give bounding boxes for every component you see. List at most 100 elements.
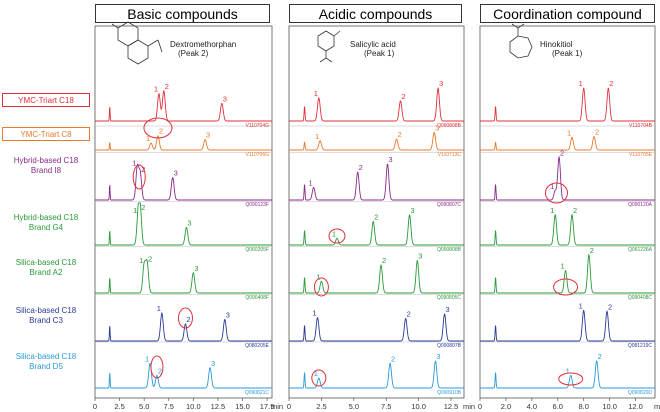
x-tick-label: 12.5 [211,402,226,411]
highlight-circle [328,228,346,244]
compound-name: Salicylic acid [350,40,396,49]
highlight-circle [177,307,193,329]
hinokitiol-structure-icon [509,23,533,59]
sample-code: Q090808B [437,123,462,129]
chromatogram-trace [289,214,464,246]
peak-label: 2 [598,352,602,361]
row-label: YMC-Triart C8 [2,127,90,141]
peak-label: 1 [560,262,564,271]
row-label: Silica-based C18 Brand A2 [15,258,77,277]
peak-label: 2 [590,246,594,255]
chromatogram-trace [95,202,272,246]
x-tick-label: 10.0 [411,402,426,411]
x-tick-label: 15.0 [235,402,250,411]
x-tick-label: 8.0 [578,402,588,411]
peak-label: 2 [391,354,395,363]
peak-label: 3 [439,79,443,88]
x-tick-label: 5.0 [349,402,359,411]
sample-code: Q060205F [245,247,269,253]
highlight-circle [132,164,146,190]
compound-peak: (Peak 2) [178,49,209,58]
peak-label: 2 [401,92,405,101]
x-tick-label: 12.0 [628,402,643,411]
peak-label: 1 [316,272,320,281]
chromatogram-trace [480,155,655,201]
peak-label: 1 [154,85,158,94]
x-unit-label: min [654,402,660,411]
peak-label: 1 [579,301,583,310]
chromatogram-trace [95,311,272,342]
peak-label: 3 [211,359,215,368]
peak-label: 2 [382,256,386,265]
x-tick-label: 7.5 [381,402,391,411]
row-label: Silica-based C18 Brand C3 [15,306,77,325]
sample-code: Q090807B [437,343,462,349]
chromatogram-trace [289,360,464,389]
chromatogram-trace [480,253,655,294]
sample-code: Q090821C [245,390,270,396]
peak-label: 3 [388,155,392,164]
chromatogram-trace [480,135,655,151]
peak-label: 1 [314,369,318,378]
highlight-circle [558,372,584,386]
peak-label: 2 [595,128,599,137]
peak-label: 2 [186,315,190,324]
sample-code: Q081219C [628,343,653,349]
sample-code: Q090123F [245,202,269,208]
peak-label: 3 [194,264,198,273]
chromatogram-trace [95,163,272,201]
peak-label: 3 [436,352,440,361]
x-tick-label: 5.0 [139,402,149,411]
panel-frame [288,25,465,399]
compound-peak: (Peak 1) [552,49,583,58]
x-unit-label: min [463,402,475,411]
peak-label: 2 [398,130,402,139]
peak-label: 2 [560,148,564,157]
x-tick-label: 17.5 [260,402,275,411]
x-tick-label: 4.0 [527,402,537,411]
dextromethorphan-structure-icon [111,21,163,65]
chromatogram-trace [480,87,655,122]
sample-code: Q090808B [437,247,462,253]
compound-name: Dextromethorphan [170,40,237,49]
panel-frame [479,25,656,399]
sample-code: V110705E [629,152,653,158]
x-tick-label: 7.5 [164,402,174,411]
peak-label: 1 [133,206,137,215]
x-tick-label: 12.5 [444,402,459,411]
sample-code: Q090805C [437,295,462,301]
chromatogram-trace [289,131,464,151]
header-coordination: Coordination compound [480,4,655,23]
sample-code: V110704B [629,123,653,129]
chromatogram-trace [480,309,655,342]
compound-name-coordination: Hinokitiol (Peak 1) [540,40,582,58]
peak-label: 2 [573,206,577,215]
highlight-circle [150,355,164,379]
peak-label: 1 [332,229,336,238]
sample-code: Q090408F [245,295,269,301]
peak-label: 1 [550,182,554,191]
peak-label: 1 [550,206,554,215]
chromatogram-trace [289,313,464,342]
peak-label: 1 [157,304,161,313]
compound-name-acidic: Salicylic acid (Peak 1) [350,40,396,58]
peak-label: 1 [146,134,150,143]
x-tick-label: 0 [478,402,482,411]
sample-code: Q090807C [437,202,462,208]
chromatogram-trace [480,360,655,389]
peak-label: 1 [315,132,319,141]
sample-code: Q090408C [628,295,653,301]
panel-frame [94,25,273,399]
peak-label: 1 [139,256,143,265]
peak-label: 1 [579,79,583,88]
chromatogram-trace [95,258,272,294]
peak-label: 3 [226,310,230,319]
x-tick-label: 6.0 [553,402,563,411]
sample-code: V110706G [245,152,269,158]
row-label: Hybrid-based C18 Brand G4 [13,213,79,232]
chromatogram-trace [95,135,272,151]
x-tick-label: 0 [287,402,291,411]
sample-code: Q090910B [437,390,462,396]
peak-label: 1 [312,309,316,318]
